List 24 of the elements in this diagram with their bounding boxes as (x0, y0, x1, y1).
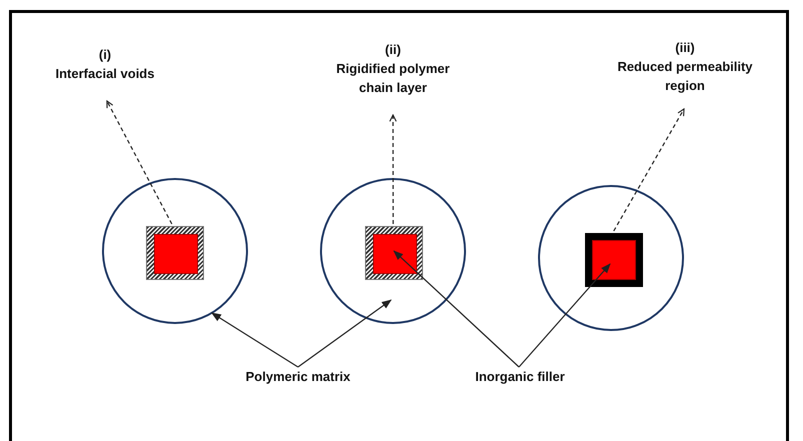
panel-number: (iii) (675, 39, 695, 57)
callout-label: Polymeric matrix (246, 368, 350, 386)
panel-number: (i) (98, 46, 112, 64)
panel-number: (ii) (385, 41, 401, 59)
polymer-matrix-circle (320, 178, 466, 324)
arrow (298, 299, 392, 368)
callout-label: Rigidified polymer chain layer (335, 60, 451, 97)
arrow (393, 250, 520, 368)
interface-layer (146, 226, 204, 280)
arrow (211, 312, 298, 368)
callout-label: Interfacial voids (56, 65, 154, 83)
dense-interface-layer (585, 233, 643, 287)
polymer-matrix-circle (102, 178, 248, 324)
filler-particle (592, 240, 636, 280)
dashed-arrow (389, 114, 397, 224)
arrow (518, 263, 611, 368)
dashed-arrow (613, 108, 685, 232)
interface-layer (365, 226, 423, 280)
callout-label: Reduced permeability region (616, 58, 754, 95)
filler-particle (154, 234, 198, 274)
filler-particle (373, 234, 417, 274)
callout-label: Inorganic filler (475, 368, 565, 386)
dashed-arrow (106, 100, 172, 224)
polymer-matrix-circle (538, 185, 684, 331)
